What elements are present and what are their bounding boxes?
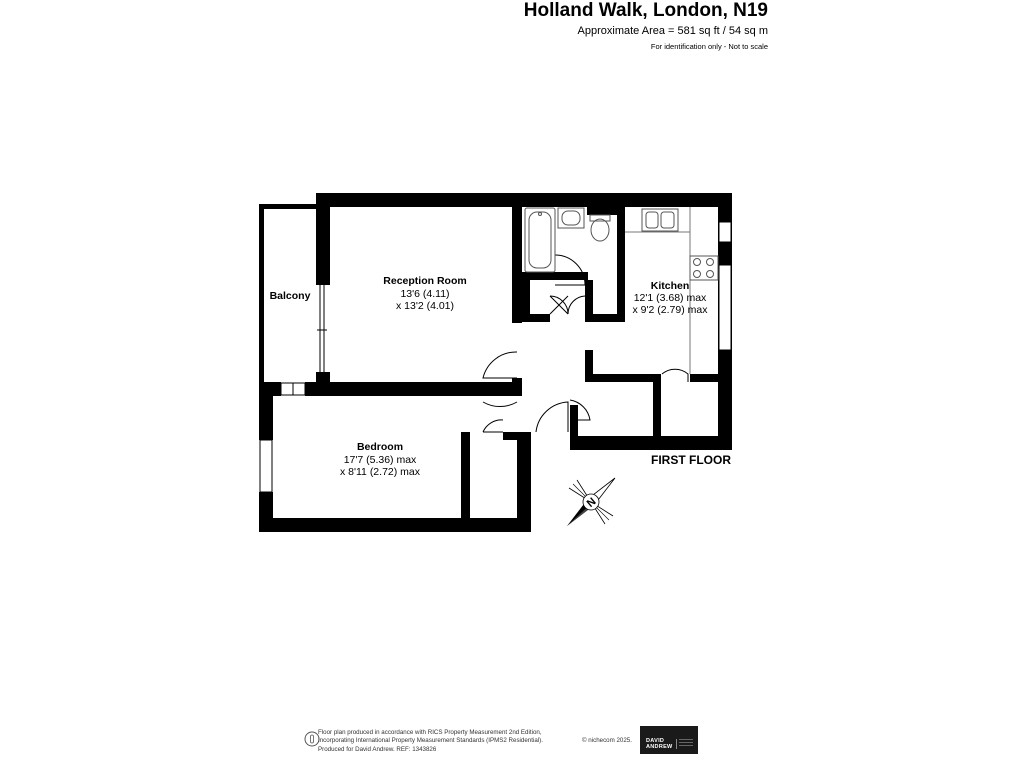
wall-store-divider [653,374,661,450]
sink [641,208,679,232]
reception-dim2: x 13'2 (4.01) [396,300,454,312]
wall-cupboard-west [522,272,530,322]
kitchen-fixtures [641,208,719,281]
reception-dim1: 13'6 (4.11) [400,288,449,300]
door-hall [482,401,518,408]
balcony-west [259,204,264,384]
kitchen-dim2: x 9'2 (2.79) max [633,304,709,316]
wall-cupboard-south-right [585,314,625,322]
footer-copyright: © nichecom 2025. [582,737,632,744]
wall-kitchen-south [585,374,660,382]
wall-cupboard-east [585,280,593,322]
logo-line-2: ANDREW [646,744,673,750]
agent-logo: DAVID ANDREW [640,726,698,754]
wall-hall-east [585,350,593,380]
sliding-door [317,285,327,372]
wall-wardrobe [461,432,470,520]
bedroom-name: Bedroom [357,441,403,453]
identification-note: For identification only - Not to scale [650,42,768,51]
wall-top [316,193,732,207]
balcony-top [259,204,321,209]
kitchen-name: Kitchen [651,280,690,292]
door-bedroom [535,401,569,433]
basin [557,207,585,229]
wall-bath-west [512,193,522,323]
compass-icon: N [567,477,616,526]
door-store [569,399,591,421]
wall-kitchen-south-right [690,374,725,382]
approximate-area: Approximate Area = 581 sq ft / 54 sq m [577,25,768,37]
bath [524,207,556,273]
door-kitchen [661,368,689,382]
door-reception [482,351,518,379]
wall-cupboard-south-left [522,314,550,322]
bedroom-dim1: 17'7 (5.36) max [344,454,417,466]
bath-inner [528,211,552,269]
walls [259,193,732,532]
wall-store-west [570,405,578,445]
kitchen-dim1: 12'1 (3.68) max [634,292,707,304]
toilet-cistern [589,214,611,222]
logo-text: DAVID ANDREW [646,738,673,750]
basin-bowl [561,210,581,226]
toilet [590,218,610,242]
door-bedroom-wardrobe [482,419,504,433]
wall-store-south [570,436,732,450]
logo-detail-lines [679,739,693,740]
window-bedroom [259,439,273,493]
wall-reception-south [305,382,520,396]
room-labels: Reception Room 13'6 (4.11) x 13'2 (4.01)… [270,275,732,478]
logo-divider [676,739,677,749]
wall-bedroom-door-jamb [503,432,531,440]
bathroom-fixtures [524,207,611,273]
door-bathroom [554,254,586,286]
wall-kitchen-west [617,207,625,322]
footer-disclaimer: Floor plan produced in accordance with R… [318,729,543,754]
wall-bedroom-south [259,518,531,532]
property-title: Holland Walk, London, N19 [523,0,768,21]
reception-name: Reception Room [383,275,466,287]
window-kitchen-lower [718,264,732,351]
footer-line-3: Produced for David Andrew. REF: 1343826 [318,745,437,753]
footer-line-2: Incorporating International Property Mea… [318,737,543,745]
wall-cistern-block [587,193,619,215]
windows [259,221,732,493]
bath-tap [538,212,542,216]
cupboard-doors [549,295,569,315]
bedroom-dim2: x 8'11 (2.72) max [340,466,421,478]
floor-label: FIRST FLOOR [651,453,731,467]
hob [689,255,719,281]
balcony-name: Balcony [270,290,311,302]
window-kitchen-upper [718,221,732,243]
footer-line-1: Floor plan produced in accordance with R… [318,729,542,736]
door-swings [482,207,691,433]
wall-bath-south [522,272,588,280]
logo-line-1: DAVID [646,738,665,744]
wall-bedroom-west-upper [259,382,273,440]
measurement-standard-icon [304,731,320,747]
wall-hall-stub [512,378,522,396]
cupboard-swing-right [567,295,586,315]
wall-reception-west-upper [316,193,330,285]
wall-bedroom-east [517,432,531,532]
